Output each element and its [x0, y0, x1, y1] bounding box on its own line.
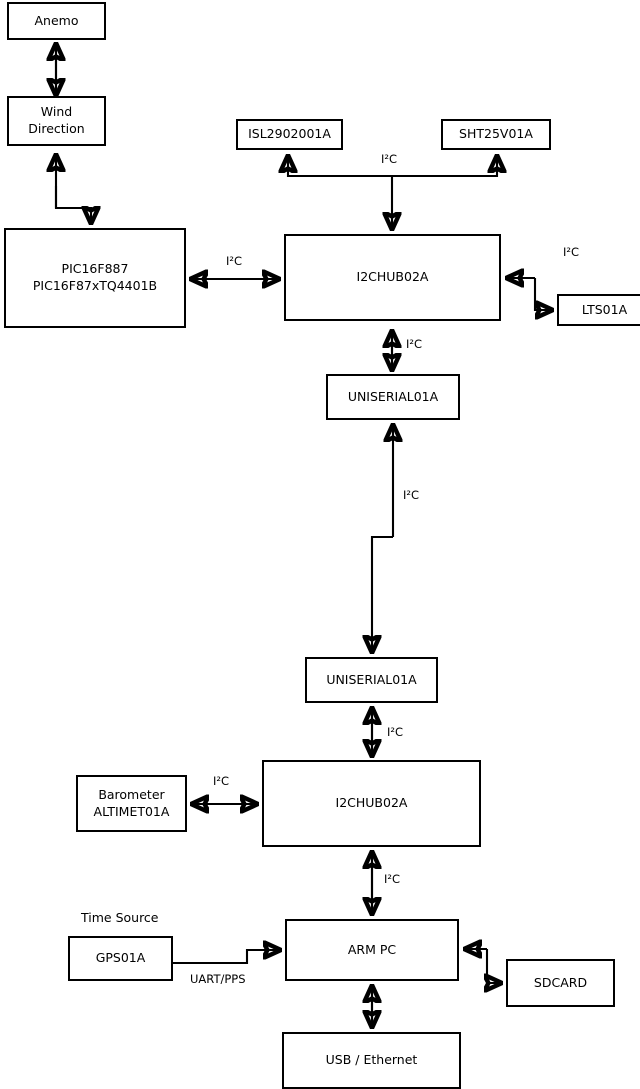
node-i2chub02a-top-label: I2CHUB02A — [356, 269, 429, 285]
node-lts01a[interactable]: LTS01A — [557, 294, 640, 326]
node-sht25v01a-label: SHT25V01A — [459, 126, 533, 142]
wire-armpc-to-sdcard — [487, 949, 500, 983]
node-sdcard-label: SDCARD — [533, 974, 588, 990]
node-sht25v01a[interactable]: SHT25V01A — [441, 119, 551, 150]
node-isl2902001a[interactable]: ISL2902001A — [236, 119, 343, 150]
edge-label-barometer-to-hub: I²C — [213, 774, 230, 788]
node-anemo[interactable]: Anemo — [7, 2, 106, 40]
edge-label-hub-to-lts: I²C — [563, 245, 580, 259]
node-uniserial01a-bottom[interactable]: UNISERIAL01A — [305, 657, 438, 703]
wire-uniserial-top-to-bottom — [372, 535, 393, 651]
node-barometer-altimet01a[interactable]: Barometer ALTIMET01A — [76, 775, 187, 832]
edge-label-hub-bottom-to-armpc: I²C — [384, 872, 401, 886]
edge-label-gps-to-armpc: UART/PPS — [190, 972, 246, 986]
node-arm-pc-label: ARM PC — [347, 941, 397, 957]
wire-hub-to-isl — [288, 157, 392, 178]
node-pic-microcontroller[interactable]: PIC16F887 PIC16F87xTQ4401B — [4, 228, 186, 328]
node-i2chub02a-bottom-label: I2CHUB02A — [335, 795, 408, 811]
node-pic-label: PIC16F887 PIC16F87xTQ4401B — [32, 261, 158, 293]
edge-label-uniserial-to-uniserial: I²C — [403, 488, 420, 502]
wire-hub-to-sht — [392, 157, 497, 178]
node-gps01a[interactable]: GPS01A — [68, 936, 173, 981]
annotation-time-source: Time Source — [81, 910, 159, 925]
node-gps01a-label: GPS01A — [95, 950, 146, 966]
node-i2chub02a-top[interactable]: I2CHUB02A — [284, 234, 501, 321]
node-anemo-label: Anemo — [34, 12, 79, 28]
node-uniserial01a-top[interactable]: UNISERIAL01A — [326, 374, 460, 420]
node-wind-direction-label: Wind Direction — [28, 104, 85, 136]
edge-label-uniserial-to-hub-bottom: I²C — [387, 725, 404, 739]
node-uniserial01a-top-label: UNISERIAL01A — [347, 388, 439, 404]
edge-label-hub-to-sensors: I²C — [381, 152, 398, 166]
wire-gps-to-armpc — [173, 950, 279, 965]
node-wind-direction[interactable]: Wind Direction — [7, 96, 106, 146]
wire-hub-to-lts — [533, 278, 551, 310]
node-i2chub02a-bottom[interactable]: I2CHUB02A — [262, 760, 481, 847]
node-uniserial01a-bottom-label: UNISERIAL01A — [326, 671, 417, 687]
node-usb-ethernet-label: USB / Ethernet — [325, 1052, 418, 1068]
edge-label-hub-to-uniserial: I²C — [406, 337, 423, 351]
node-usb-ethernet[interactable]: USB / Ethernet — [282, 1032, 461, 1089]
node-isl2902001a-label: ISL2902001A — [248, 126, 331, 142]
edge-label-pic-to-hub: I²C — [226, 254, 243, 268]
node-arm-pc[interactable]: ARM PC — [285, 919, 459, 981]
node-sdcard[interactable]: SDCARD — [506, 959, 615, 1007]
node-barometer-label: Barometer ALTIMET01A — [93, 786, 170, 819]
node-lts01a-label: LTS01A — [581, 301, 628, 317]
wire-wind-pic — [54, 186, 91, 222]
